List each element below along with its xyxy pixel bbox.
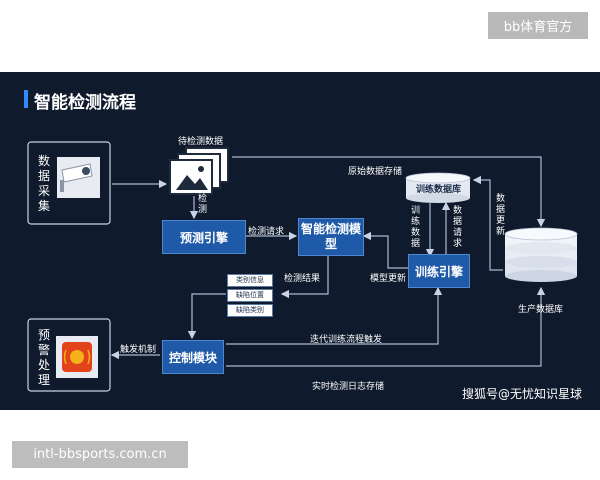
camera-icon (57, 157, 100, 198)
alert-label: 预警处理 (37, 328, 50, 387)
training-engine-node: 训练引擎 (408, 254, 470, 288)
edge-model-to-results (280, 252, 329, 299)
result-item: 缺陷位置 (227, 289, 273, 302)
edge-training-to-model (362, 231, 410, 269)
training-db-label: 训练数据库 (416, 185, 462, 195)
realtime-log-label: 实时检测日志存储 (312, 382, 385, 392)
prediction-engine-node: 预测引擎 (162, 220, 246, 254)
alarm-icon (56, 336, 98, 378)
title-accent (24, 90, 28, 108)
production-db-label: 生产数据库 (518, 305, 564, 315)
data-collection-label: 数据采集 (37, 154, 50, 213)
connectors (110, 156, 546, 367)
training-db-icon (405, 172, 471, 203)
production-db-icon (504, 227, 578, 282)
watermark-bottom: intl-bbsports.com.cn (12, 441, 188, 468)
result-item: 缺陷类别 (227, 304, 273, 317)
alert-box (27, 318, 111, 392)
edge-raw-storage (232, 156, 546, 228)
data-request-label: 数据请求 (453, 206, 463, 249)
edge-proddb-to-trainingdb (472, 175, 503, 271)
detect-request-label: 检测请求 (248, 227, 285, 237)
result-item: 类别信息 (227, 274, 273, 287)
iterate-label: 迭代训练流程触发 (310, 335, 383, 345)
edge-control-to-proddb (226, 286, 546, 367)
watermark-top: bb体育官方 (488, 12, 588, 39)
diagram-canvas (27, 141, 578, 392)
train-data-label: 训练数据 (411, 206, 421, 249)
raw-storage-label: 原始数据存储 (348, 167, 403, 177)
data-collection-box (27, 141, 111, 225)
trigger-label: 触发机制 (120, 345, 157, 355)
model-update-label: 模型更新 (370, 274, 407, 284)
source-credit: 搜狐号@无忧知识星球 (462, 387, 583, 401)
data-update-label: 数据更新 (496, 194, 506, 237)
flow-diagram: 智能检测流程 数据采集 预警处理 预测引擎 智能检测模型 训练引擎 控制模块 训… (0, 72, 600, 410)
edge-results-to-control (187, 293, 226, 340)
detection-model-node: 智能检测模型 (298, 218, 364, 256)
control-module-node: 控制模块 (162, 340, 224, 374)
pending-data-label: 待检测数据 (178, 137, 224, 147)
diagram-title: 智能检测流程 (34, 93, 136, 113)
image-stack-icon (169, 147, 229, 195)
detect-result-label: 检测结果 (284, 274, 321, 284)
edge-control-to-training (226, 286, 443, 345)
detect-label: 检测 (198, 194, 208, 215)
